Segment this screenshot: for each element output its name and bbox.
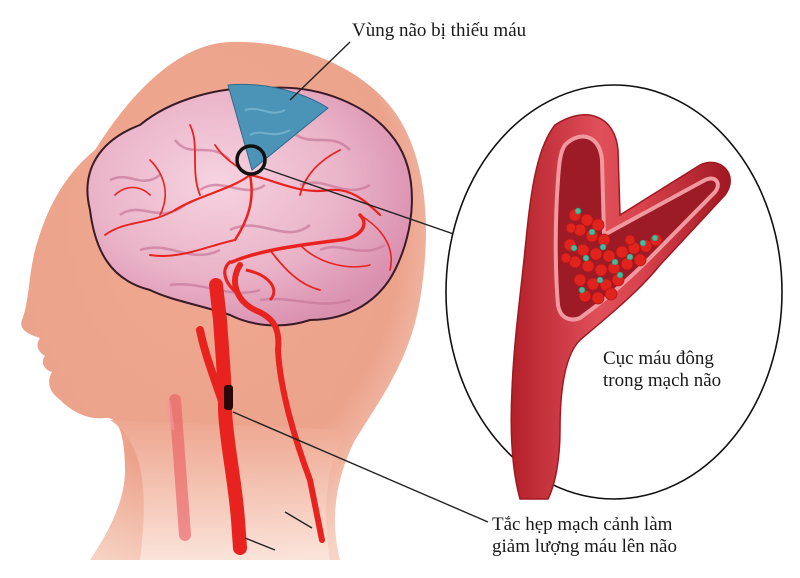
label-carotid-stenosis-line2: giảm lượng máu lên não <box>492 536 677 557</box>
zoom-ellipse <box>445 84 783 500</box>
marker-circle <box>235 144 267 176</box>
blood-clot <box>560 207 663 305</box>
label-blood-clot: Cục máu đông trong mạch não <box>603 348 721 392</box>
ischemic-region <box>227 83 329 171</box>
label-blood-clot-line1: Cục máu đông <box>603 348 714 369</box>
label-blood-clot-line2: trong mạch não <box>603 370 722 391</box>
brain-arteries <box>104 124 392 297</box>
label-carotid-stenosis-line1: Tắc hẹp mạch cảnh làm <box>492 514 673 535</box>
label-ischemic-region: Vùng não bị thiếu máu <box>352 20 527 41</box>
label-carotid-stenosis: Tắc hẹp mạch cảnh làm giảm lượng máu lên… <box>492 514 677 558</box>
carotid-stenosis <box>224 385 233 410</box>
